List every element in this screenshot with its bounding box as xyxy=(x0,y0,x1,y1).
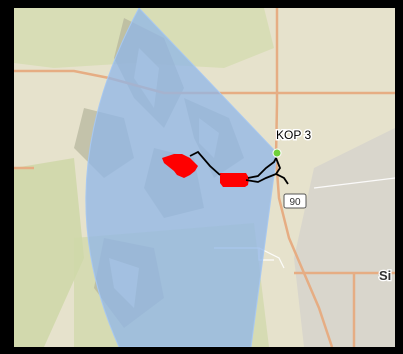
project-footprint xyxy=(162,154,249,187)
vegetation-area-west xyxy=(14,158,84,347)
place-label-partial: Si xyxy=(379,268,391,283)
map-canvas: KOP 3 90 Si xyxy=(14,8,395,347)
viewpoint-marker[interactable] xyxy=(272,148,282,158)
viewpoint-label: KOP 3 xyxy=(276,128,311,142)
viewshed-area xyxy=(85,8,278,347)
highway-shield-number: 90 xyxy=(289,197,301,208)
highway-shield: 90 xyxy=(283,193,307,209)
transmission-lines xyxy=(189,150,289,185)
map-view[interactable]: KOP 3 90 Si xyxy=(14,8,395,347)
urban-area-east xyxy=(294,128,395,347)
